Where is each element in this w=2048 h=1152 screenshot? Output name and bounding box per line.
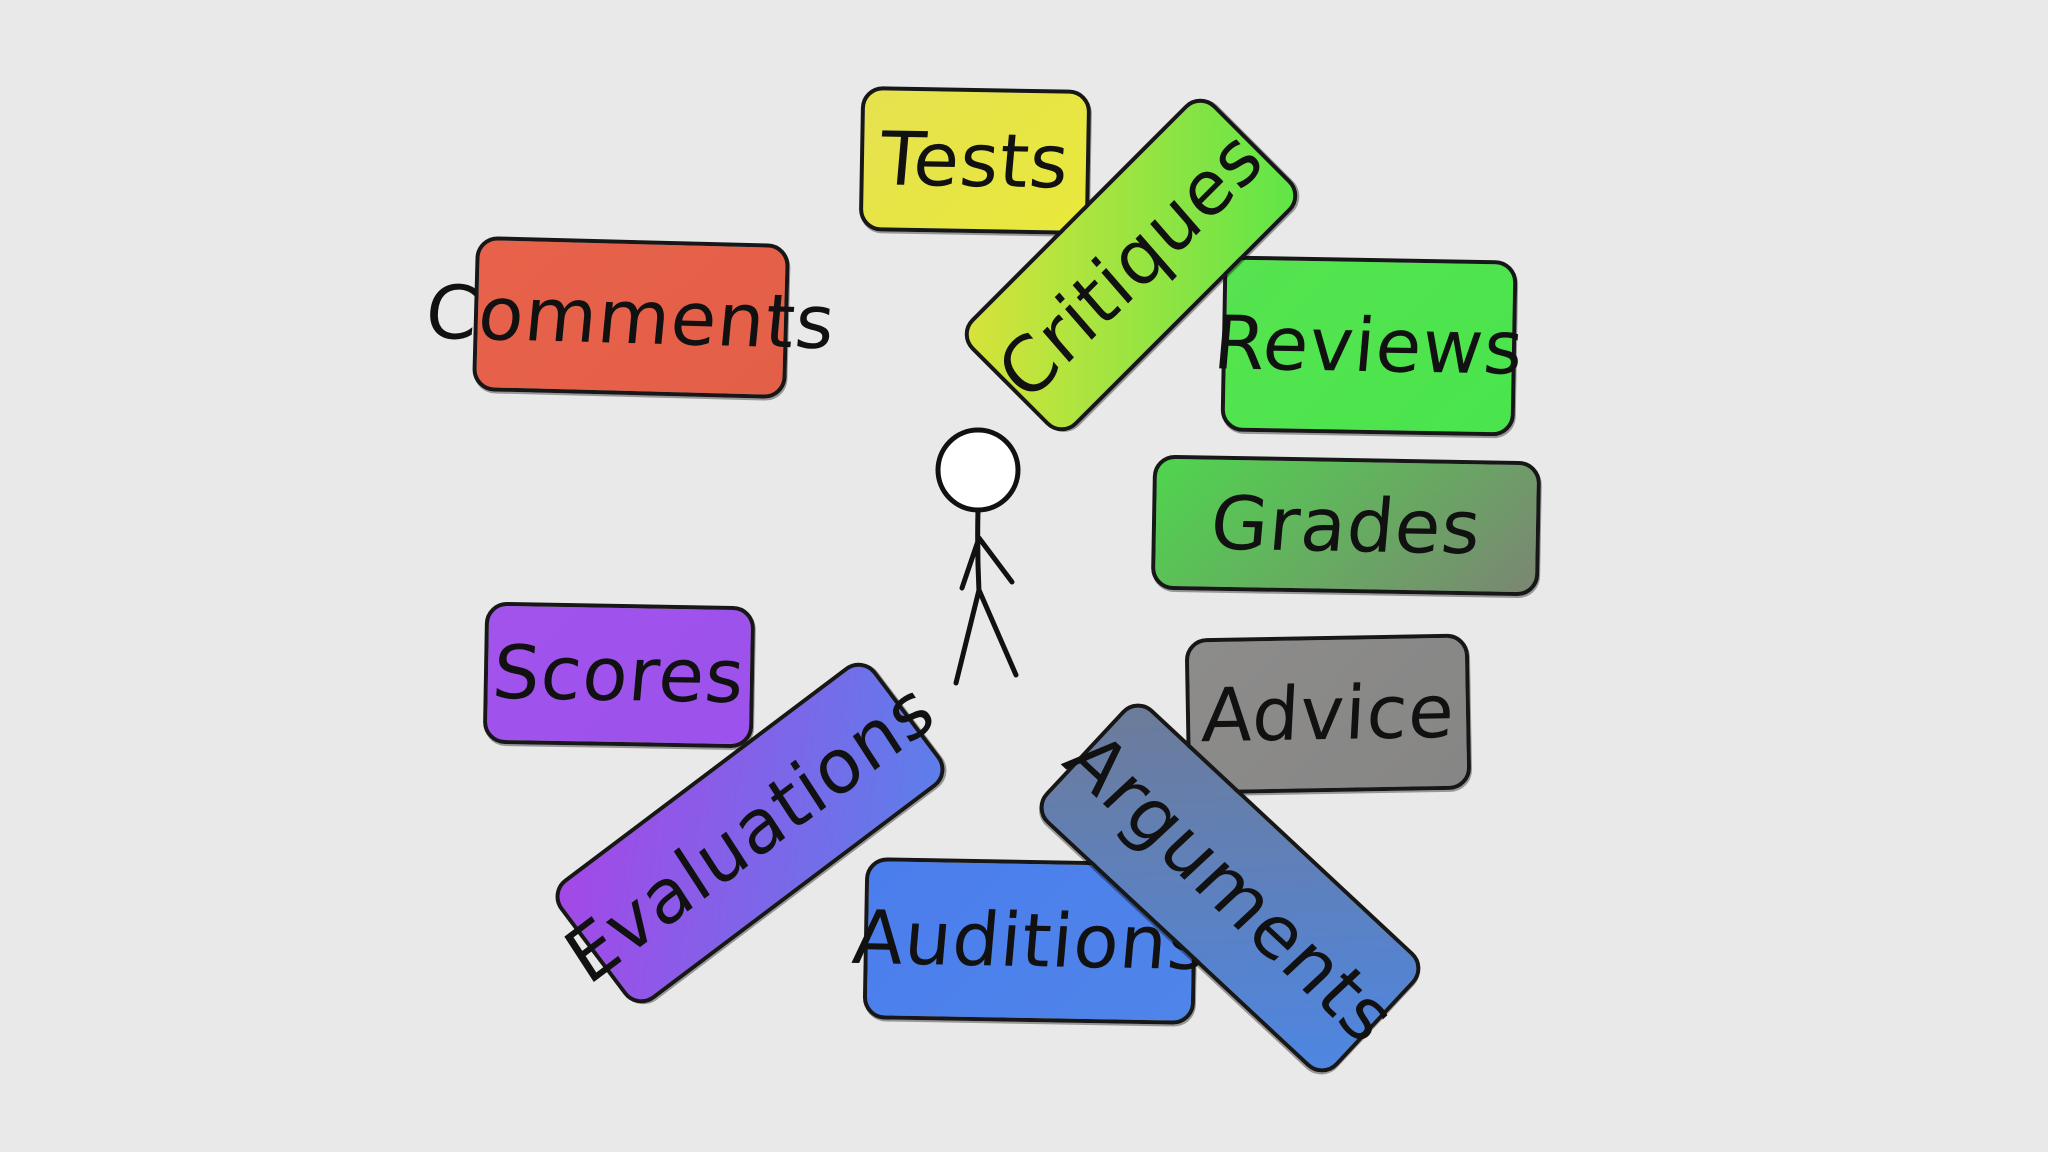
tag-scores: Scores [482,601,756,749]
tag-label: Tests [876,115,1074,206]
tag-grades: Grades [1150,454,1542,597]
tag-label: Comments [422,269,840,366]
tag-advice: Advice [1184,633,1472,795]
tag-label: Scores [489,629,749,721]
tag-label: Advice [1199,668,1457,760]
tag-label: Reviews [1210,300,1528,392]
figure-body [953,507,1019,686]
stick-figure-icon [935,427,1021,686]
tag-reviews: Reviews [1210,255,1528,437]
tag-comments: Comments [422,235,840,400]
tag-label: Grades [1207,480,1485,571]
figure-head [935,427,1021,513]
tag-tests: Tests [858,86,1092,235]
